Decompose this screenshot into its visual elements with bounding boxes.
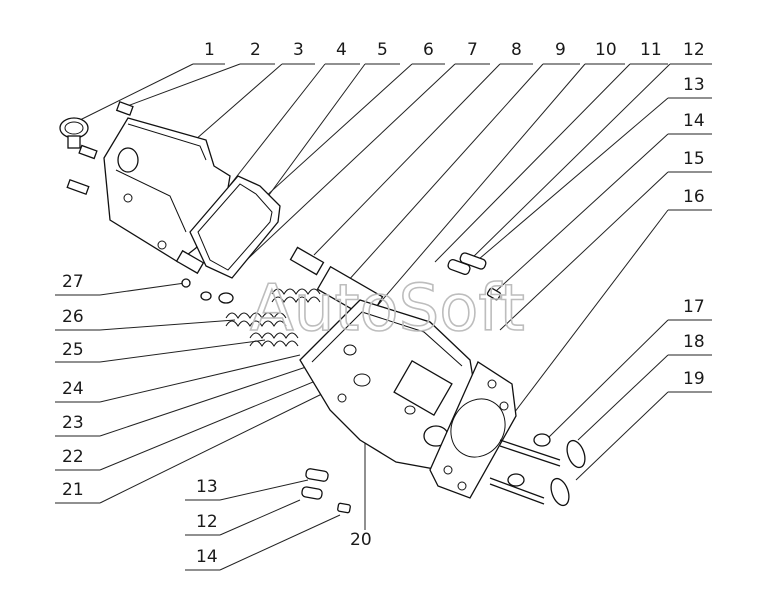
label-22: 22 [62,447,84,467]
label-13: 13 [683,75,705,95]
label-13-bottom: 13 [196,477,218,497]
label-27: 27 [62,272,84,292]
callout-labels: 1 2 3 4 5 6 7 8 9 10 11 12 13 14 15 16 1… [62,40,705,567]
label-23: 23 [62,413,84,433]
label-24: 24 [62,379,84,399]
label-8: 8 [511,40,522,60]
part-1-cap [59,117,89,149]
valves-17-19 [489,433,586,507]
label-7: 7 [467,40,478,60]
label-12: 12 [683,40,705,60]
label-1: 1 [204,40,215,60]
label-19: 19 [683,369,705,389]
part-9-10-cylinder-head [299,299,481,471]
label-6: 6 [423,40,434,60]
label-18: 18 [683,332,705,352]
watermark-text: AutoSoft [250,272,525,346]
bolts-left [66,101,134,196]
label-5: 5 [377,40,388,60]
springs-25-26 [200,288,321,347]
label-14: 14 [683,111,705,131]
label-14-bottom: 14 [196,547,218,567]
label-11: 11 [640,40,662,60]
label-20: 20 [350,530,372,550]
label-4: 4 [336,40,347,60]
small-parts-bottom [301,468,351,514]
label-10: 10 [595,40,617,60]
leader-lines [79,63,712,481]
part-16-head-gasket [429,361,517,499]
label-12-bottom: 12 [196,512,218,532]
label-25: 25 [62,340,84,360]
part-4-gasket [189,175,281,279]
left-leader-lines [55,282,366,571]
label-15: 15 [683,149,705,169]
part-11-12-keepers [447,252,502,301]
part-27-bolt [175,249,205,288]
label-17: 17 [683,297,705,317]
label-16: 16 [683,187,705,207]
label-2: 2 [250,40,261,60]
label-26: 26 [62,307,84,327]
label-3: 3 [293,40,304,60]
label-9: 9 [555,40,566,60]
label-21: 21 [62,480,84,500]
